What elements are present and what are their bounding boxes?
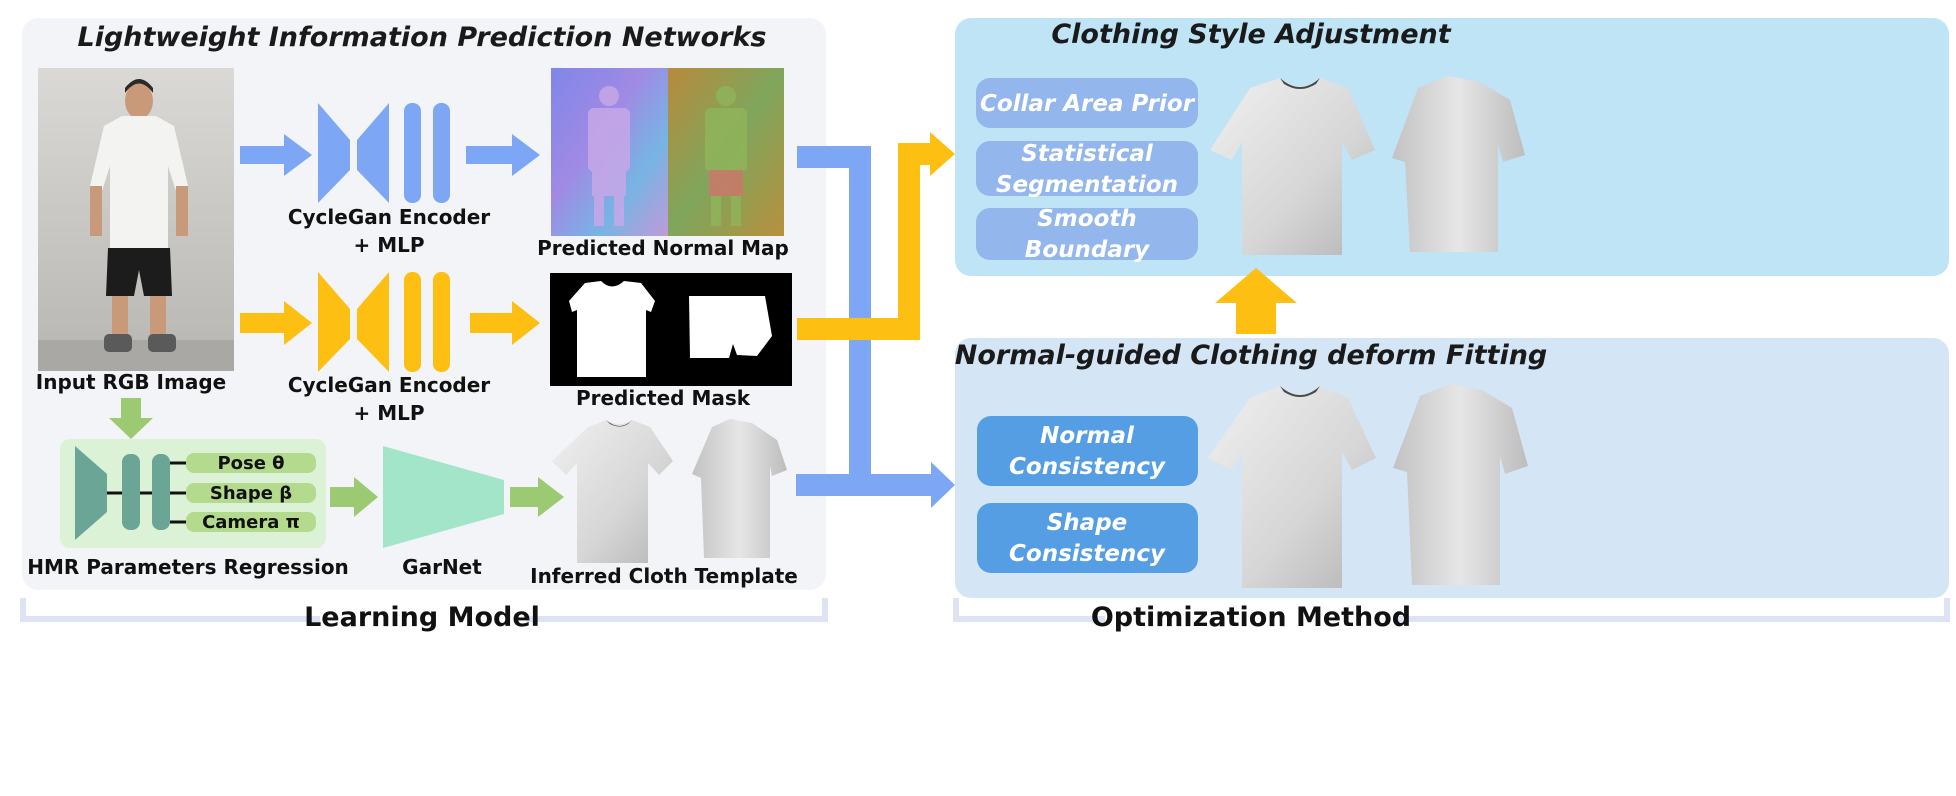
shape-consistency-line2: Consistency — [1009, 541, 1166, 567]
orange-input-arrow — [240, 301, 312, 345]
statistical-segmentation-line2: Segmentation — [996, 172, 1178, 198]
left-panel-title: Lightweight Information Prediction Netwo… — [77, 22, 766, 53]
cloth-template-front — [552, 420, 673, 563]
garnet-shape — [383, 446, 504, 548]
input-rgb-image — [38, 68, 234, 371]
blue-connector — [796, 146, 955, 508]
fitting-panel-title: Normal-guided Clothing deform Fitting — [955, 340, 1548, 371]
hmr-label: HMR Parameters Regression — [27, 555, 349, 579]
shape-param-box — [186, 483, 316, 503]
garnet-label: GarNet — [402, 555, 482, 579]
camera-param-box — [186, 512, 316, 532]
normal-map-label: Predicted Normal Map — [537, 236, 789, 260]
camera-param-label: Camera π — [202, 512, 300, 533]
blue-cyclegan-encoder — [318, 103, 450, 203]
green-down-arrow — [109, 398, 153, 439]
encoder-bottom-label-line2: + MLP — [353, 401, 424, 425]
learning-model-label: Learning Model — [304, 602, 540, 633]
hmr-encoder — [75, 446, 188, 540]
shape-param-label: Shape β — [210, 483, 292, 504]
pose-param-label: Pose θ — [217, 453, 284, 474]
pose-param-box — [186, 453, 316, 473]
collar-area-prior-box — [976, 78, 1198, 128]
encoder-top-label-line2: + MLP — [353, 233, 424, 257]
encoder-bottom-label-line1: CycleGan Encoder — [288, 373, 490, 397]
predicted-normal-map — [551, 68, 784, 236]
orange-up-arrow — [1215, 268, 1297, 334]
orange-output-arrow — [470, 301, 540, 345]
statistical-segmentation-box — [976, 141, 1198, 196]
optimization-method-label: Optimization Method — [1091, 602, 1411, 633]
collar-area-prior-label: Collar Area Prior — [980, 91, 1196, 117]
blue-input-arrow — [240, 134, 312, 176]
shape-consistency-box — [977, 503, 1198, 573]
predicted-mask — [550, 273, 792, 386]
blue-output-arrow — [466, 134, 540, 176]
style-panel-title: Clothing Style Adjustment — [1051, 19, 1451, 50]
normal-consistency-line1: Normal — [1040, 423, 1135, 449]
cloth-template-label: Inferred Cloth Template — [530, 564, 798, 588]
adjusted-shirt-back — [1392, 76, 1525, 252]
normal-consistency-line2: Consistency — [1009, 454, 1166, 480]
input-image-label: Input RGB Image — [36, 370, 226, 394]
fitted-shirt-back — [1393, 384, 1528, 585]
adjusted-shirt-front — [1210, 78, 1375, 255]
orange-connector — [797, 132, 955, 340]
green-garnet-arrow — [510, 477, 564, 517]
cloth-template-back — [692, 419, 787, 558]
smooth-boundary-line1: Smooth — [1037, 206, 1137, 232]
smooth-boundary-box — [976, 208, 1198, 260]
optimization-method-bracket — [953, 598, 1950, 622]
normal-consistency-box — [977, 416, 1198, 486]
shape-consistency-line1: Shape — [1047, 510, 1128, 536]
statistical-segmentation-line1: Statistical — [1021, 141, 1154, 167]
encoder-top-label-line1: CycleGan Encoder — [288, 205, 490, 229]
smooth-boundary-line2: Boundary — [1025, 237, 1150, 263]
predicted-mask-label: Predicted Mask — [576, 386, 751, 410]
fitted-shirt-front — [1208, 386, 1376, 588]
orange-cyclegan-encoder — [318, 272, 450, 372]
green-hmr-arrow — [330, 477, 378, 517]
learning-model-bracket — [20, 598, 828, 622]
